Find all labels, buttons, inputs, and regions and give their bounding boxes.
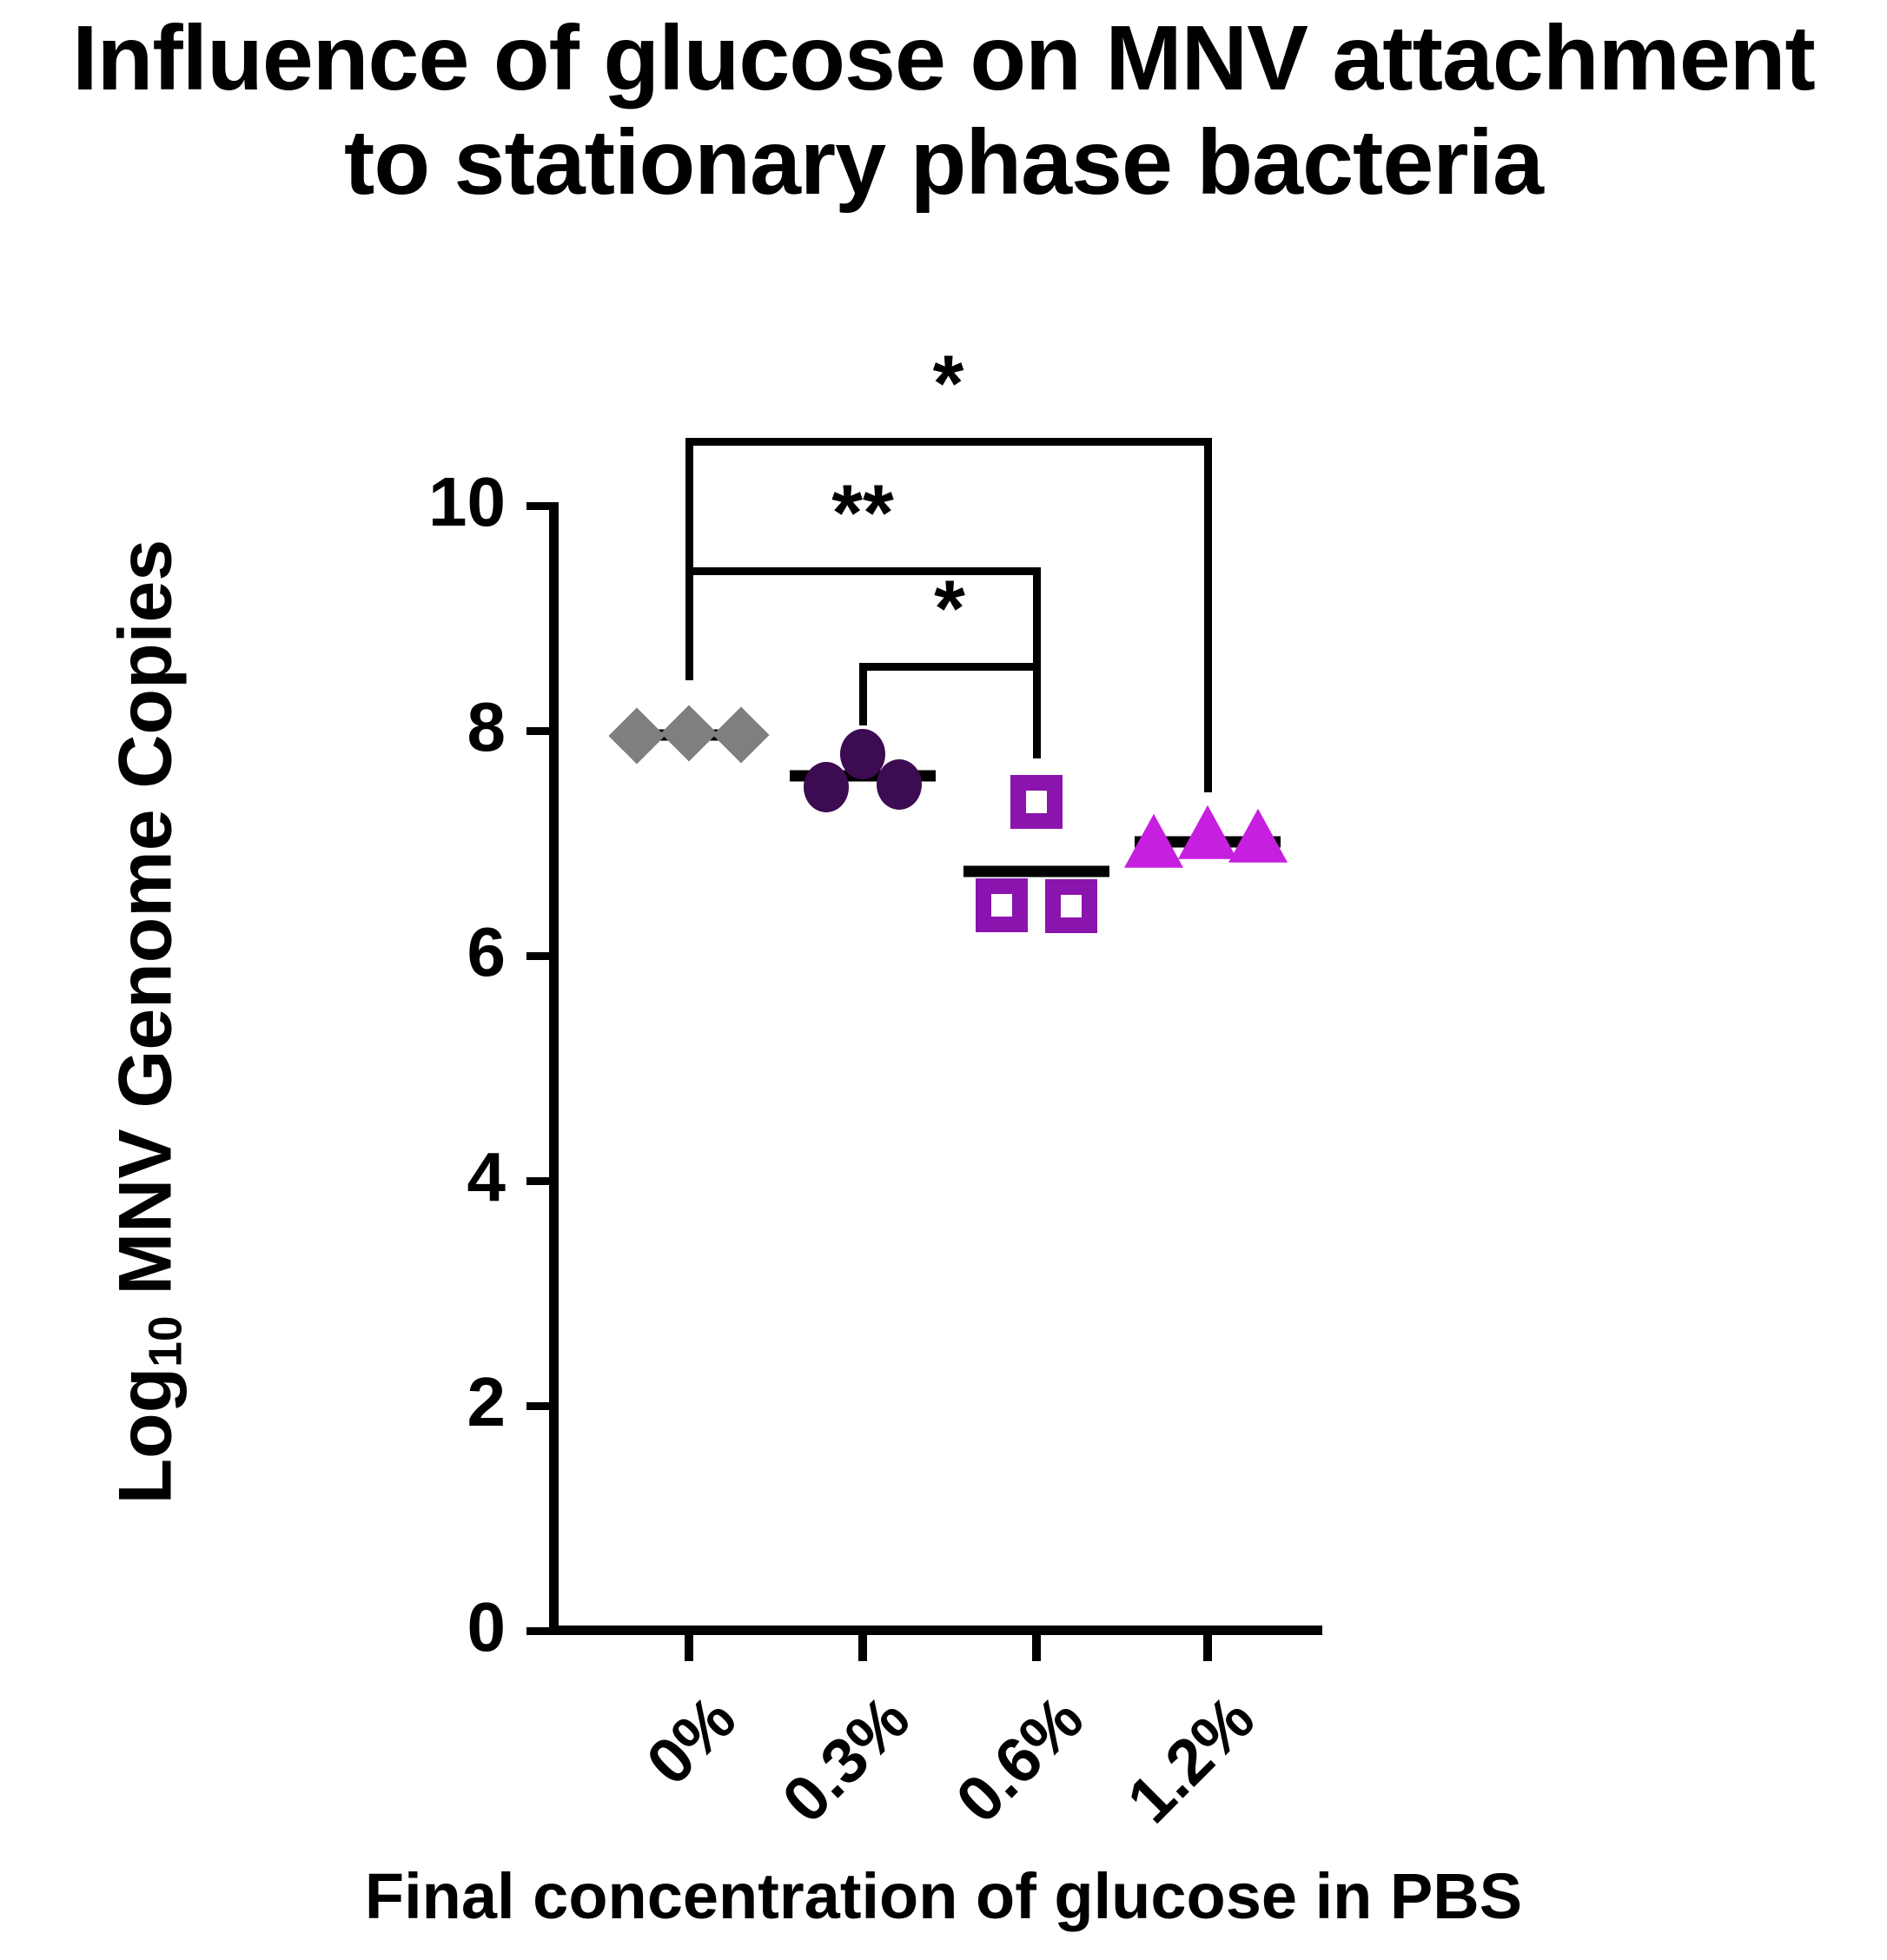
bracket-bar <box>859 663 1041 672</box>
data-point-marker <box>976 877 1028 932</box>
bracket-leg-left <box>859 663 867 725</box>
bracket-leg-left <box>685 438 693 680</box>
page-title: Influence of glucose on MNV attachment t… <box>72 7 1816 214</box>
significance-bracket <box>859 663 1041 759</box>
y-tick-label: 8 <box>467 688 507 765</box>
y-tick-label: 6 <box>467 913 507 990</box>
data-point-marker <box>1228 808 1288 863</box>
x-axis-title: Final concentration of glucose in PBS <box>364 1860 1523 1932</box>
y-tick-label: 4 <box>467 1138 507 1215</box>
x-tick-mark <box>1203 1635 1212 1661</box>
bracket-leg-right <box>1033 567 1041 759</box>
y-tick-mark <box>526 1177 549 1185</box>
data-point-marker <box>1010 774 1063 829</box>
y-tick-mark <box>526 1627 549 1635</box>
y-tick-label: 2 <box>467 1363 507 1440</box>
y-tick-label: 0 <box>467 1588 507 1665</box>
x-tick-mark <box>685 1635 693 1661</box>
significance-asterisk: ** <box>831 469 894 559</box>
y-tick-mark <box>526 1402 549 1410</box>
data-point-marker <box>1178 805 1237 859</box>
y-tick-mark <box>526 727 549 735</box>
y-axis-title: Log10 MNV Genome Copies <box>103 539 192 1505</box>
y-tick-label: 10 <box>428 463 506 540</box>
y-tick-mark <box>526 502 549 510</box>
significance-asterisk: * <box>932 340 964 429</box>
x-tick-label: 0.6% <box>942 1681 1097 1837</box>
x-tick-label: 0.3% <box>768 1681 924 1837</box>
x-tick-mark <box>1032 1635 1041 1661</box>
y-axis-line <box>549 502 559 1634</box>
bracket-leg-left <box>685 567 693 680</box>
x-tick-label: 0% <box>632 1681 750 1799</box>
bracket-bar <box>685 438 1212 447</box>
x-axis-line <box>549 1626 1322 1635</box>
data-point-marker <box>840 729 885 780</box>
data-point-marker <box>608 707 665 765</box>
bracket-bar <box>685 567 1041 576</box>
bracket-leg-right <box>1033 663 1041 759</box>
y-tick-mark <box>526 952 549 960</box>
data-point-marker <box>1124 814 1183 869</box>
x-tick-mark <box>858 1635 867 1661</box>
data-point-marker <box>1045 879 1097 934</box>
data-point-marker <box>877 759 922 811</box>
mean-line <box>963 865 1109 877</box>
data-point-marker <box>804 761 849 812</box>
significance-bracket <box>685 438 1212 793</box>
significance-bracket <box>685 567 1041 759</box>
bracket-leg-right <box>1204 438 1212 793</box>
x-tick-label: 1.2% <box>1113 1681 1268 1837</box>
significance-asterisk: * <box>934 565 965 654</box>
